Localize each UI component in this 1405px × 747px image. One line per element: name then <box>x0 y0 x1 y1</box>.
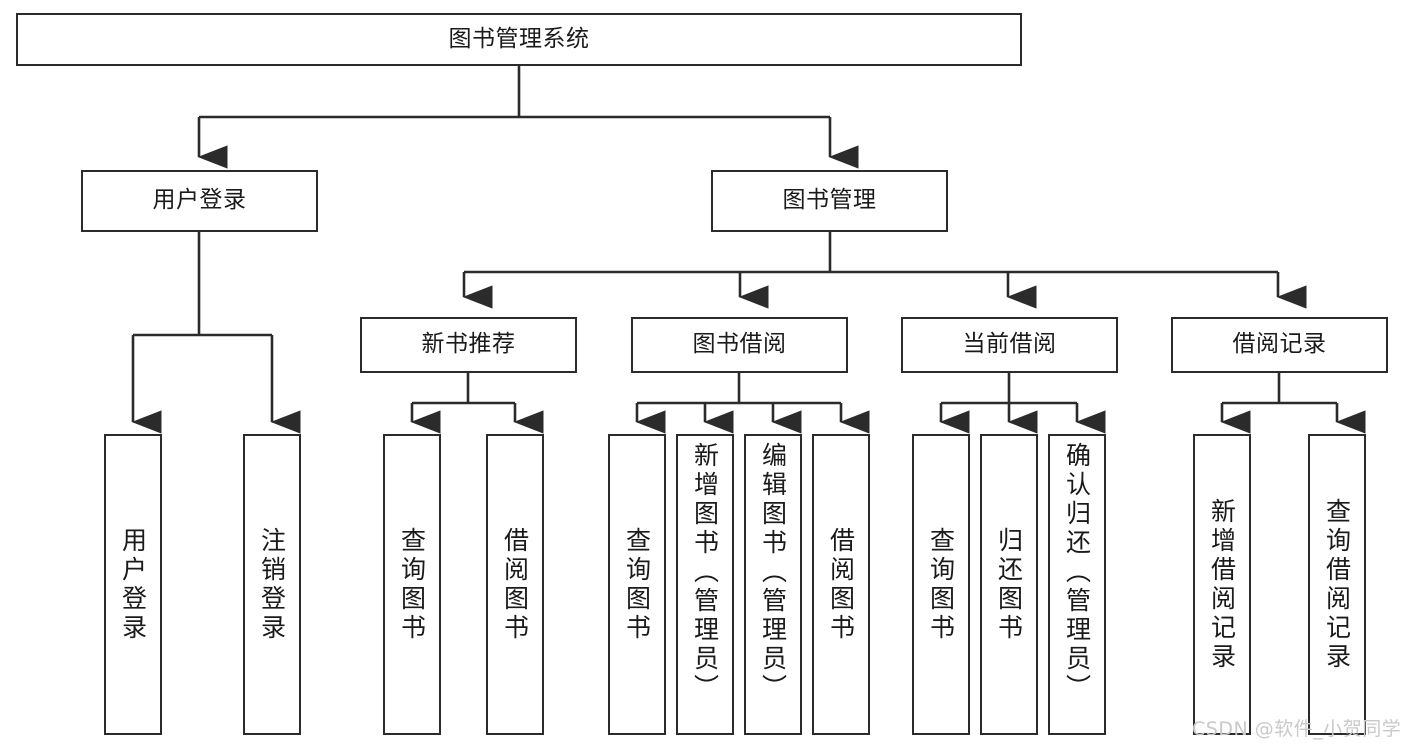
node-user-login-label: 用户登录 <box>152 187 247 214</box>
node-leaf-return-book-label: 归还图书 <box>994 526 1024 643</box>
node-book-management[interactable]: 图书管理 <box>711 170 948 232</box>
node-borrow-record-label: 借阅记录 <box>1232 331 1327 358</box>
node-root[interactable]: 图书管理系统 <box>16 13 1022 66</box>
node-book-borrow[interactable]: 图书借阅 <box>631 317 848 373</box>
node-borrow-record[interactable]: 借阅记录 <box>1171 317 1388 373</box>
node-leaf-user-login[interactable]: 用户登录 <box>104 434 162 735</box>
node-leaf-query-book-3[interactable]: 查询图书 <box>912 434 970 735</box>
node-leaf-logout[interactable]: 注销登录 <box>243 434 301 735</box>
node-leaf-borrow-book-1-label: 借阅图书 <box>500 526 530 643</box>
node-leaf-query-book-2[interactable]: 查询图书 <box>608 434 666 735</box>
node-leaf-query-book-1-label: 查询图书 <box>397 526 427 643</box>
node-root-label: 图书管理系统 <box>448 25 590 52</box>
node-leaf-query-record[interactable]: 查询借阅记录 <box>1308 434 1366 735</box>
node-current-borrow-label: 当前借阅 <box>962 331 1057 358</box>
node-new-book-recommend[interactable]: 新书推荐 <box>360 317 577 373</box>
node-book-borrow-label: 图书借阅 <box>692 331 787 358</box>
node-leaf-borrow-book-2-label: 借阅图书 <box>826 526 856 643</box>
node-leaf-add-record-label: 新增借阅记录 <box>1207 497 1237 672</box>
node-leaf-add-book[interactable]: 新增图书（管理员） <box>676 434 734 735</box>
node-leaf-query-book-2-label: 查询图书 <box>622 526 652 643</box>
node-leaf-edit-book[interactable]: 编辑图书（管理员） <box>744 434 802 735</box>
node-book-management-label: 图书管理 <box>782 187 877 214</box>
node-leaf-logout-label: 注销登录 <box>257 526 287 643</box>
node-leaf-borrow-book-2[interactable]: 借阅图书 <box>812 434 870 735</box>
node-leaf-confirm-return[interactable]: 确认归还（管理员） <box>1048 434 1106 735</box>
csdn-watermark: CSDN @软件_小贺同学 <box>1192 718 1402 740</box>
node-new-book-recommend-label: 新书推荐 <box>421 331 516 358</box>
node-leaf-add-record[interactable]: 新增借阅记录 <box>1193 434 1251 735</box>
node-leaf-query-book-3-label: 查询图书 <box>926 526 956 643</box>
node-leaf-borrow-book-1[interactable]: 借阅图书 <box>486 434 544 735</box>
node-leaf-query-record-label: 查询借阅记录 <box>1322 497 1352 672</box>
node-leaf-user-login-label: 用户登录 <box>118 526 148 643</box>
node-leaf-edit-book-label: 编辑图书（管理员） <box>758 442 788 703</box>
node-user-login[interactable]: 用户登录 <box>81 170 318 232</box>
node-leaf-query-book-1[interactable]: 查询图书 <box>383 434 441 735</box>
node-leaf-confirm-return-label: 确认归还（管理员） <box>1062 442 1092 703</box>
node-leaf-add-book-label: 新增图书（管理员） <box>690 442 720 703</box>
node-current-borrow[interactable]: 当前借阅 <box>901 317 1118 373</box>
node-leaf-return-book[interactable]: 归还图书 <box>980 434 1038 735</box>
